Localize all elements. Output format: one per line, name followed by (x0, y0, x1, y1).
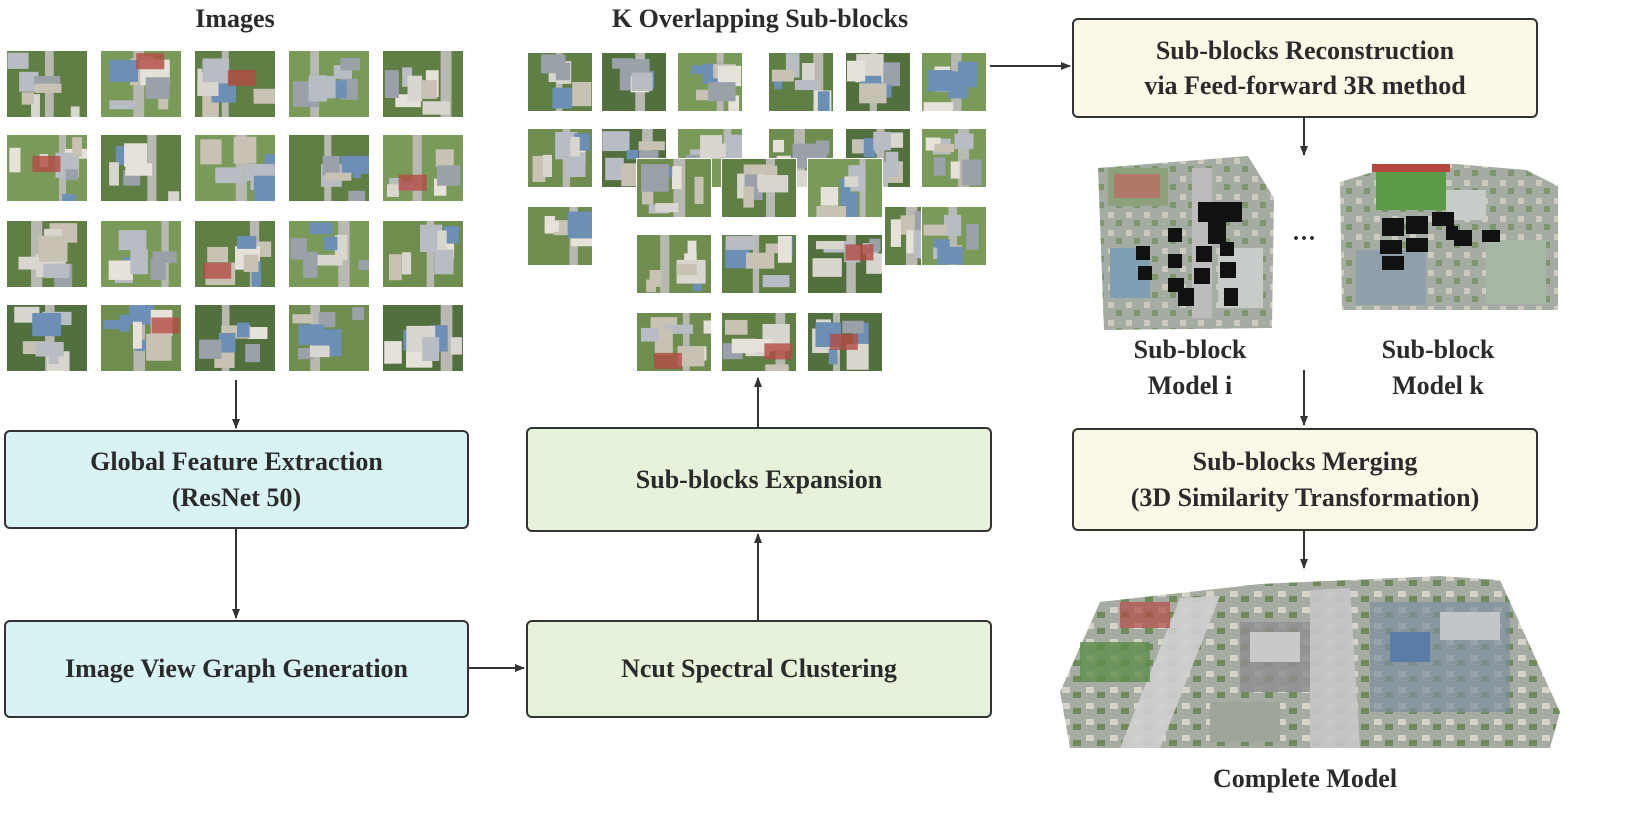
sub-block-image-tile (721, 158, 797, 218)
sub-block-model-k-render (1340, 164, 1558, 310)
aerial-image-thumbnail (100, 50, 182, 118)
merging-line-2: (3D Similarity Transformation) (1130, 482, 1480, 512)
sub-block-image-tile (527, 206, 593, 266)
aerial-image-thumbnail (288, 50, 370, 118)
sub-block-image-tile (768, 52, 834, 112)
aerial-image-thumbnail (100, 134, 182, 202)
aerial-image-thumbnail (100, 220, 182, 288)
aerial-image-thumbnail (288, 304, 370, 372)
view-graph-line-1: Image View Graph Generation (64, 654, 409, 684)
sub-block-image-tile (807, 312, 883, 372)
model-k-line-1: Sub-block (1381, 335, 1495, 364)
global-feature-line-2: (ResNet 50) (171, 482, 302, 512)
sub-block-model-k-label: Sub-block Model k (1358, 332, 1518, 404)
sub-block-image-tile (921, 128, 987, 188)
reconstruction-line-2: via Feed-forward 3R method (1144, 71, 1466, 100)
aerial-image-thumbnail (382, 134, 464, 202)
aerial-image-thumbnail (6, 304, 88, 372)
sub-block-image-tile (921, 206, 987, 266)
sub-block-image-tile (636, 234, 712, 294)
sub-block-model-i-render (1098, 156, 1274, 330)
ncut-spectral-clustering-box: Ncut Spectral Clustering (526, 620, 992, 718)
model-k-line-2: Model k (1392, 370, 1484, 400)
global-feature-line-1: Global Feature Extraction (90, 447, 383, 477)
sub-blocks-reconstruction-box: Sub-blocks Reconstruction via Feed-forwa… (1072, 18, 1538, 118)
global-feature-extraction-box: Global Feature Extraction (ResNet 50) (4, 430, 469, 529)
model-i-line-1: Sub-block (1133, 335, 1247, 364)
aerial-image-thumbnail (6, 134, 88, 202)
complete-model-label: Complete Model (1212, 764, 1398, 793)
aerial-image-thumbnail (382, 50, 464, 118)
aerial-image-thumbnail (6, 220, 88, 288)
sub-block-image-tile (807, 234, 883, 294)
reconstruction-line-1: Sub-blocks Reconstruction (1155, 35, 1455, 65)
images-title: Images (195, 4, 275, 33)
aerial-image-thumbnail (100, 304, 182, 372)
sub-block-image-tile (921, 52, 987, 112)
k-sub-blocks-title: K Overlapping Sub-blocks (611, 4, 909, 33)
sub-block-image-tile (721, 312, 797, 372)
expansion-line-1: Sub-blocks Expansion (635, 464, 883, 494)
sub-block-image-tile (636, 312, 712, 372)
sub-block-image-tile (527, 128, 593, 188)
merging-line-1: Sub-blocks Merging (1192, 447, 1418, 477)
aerial-image-thumbnail (288, 220, 370, 288)
complete-model-render (1060, 576, 1560, 748)
image-view-graph-box: Image View Graph Generation (4, 620, 469, 718)
sub-block-image-tile (721, 234, 797, 294)
sub-block-image-tile (636, 158, 712, 218)
sub-block-image-tile (601, 52, 667, 112)
aerial-image-thumbnail (382, 220, 464, 288)
aerial-image-thumbnail (288, 134, 370, 202)
sub-blocks-merging-box: Sub-blocks Merging (3D Similarity Transf… (1072, 428, 1538, 531)
model-i-line-2: Model i (1147, 370, 1233, 400)
ncut-line-1: Ncut Spectral Clustering (621, 654, 897, 684)
aerial-image-thumbnail (6, 50, 88, 118)
aerial-image-thumbnail (194, 220, 276, 288)
sub-blocks-expansion-box: Sub-blocks Expansion (526, 427, 992, 532)
sub-block-image-tile (807, 158, 883, 218)
aerial-image-thumbnail (194, 134, 276, 202)
aerial-image-thumbnail (194, 50, 276, 118)
aerial-image-thumbnail (194, 304, 276, 372)
ellipsis: ··· (1291, 226, 1316, 252)
sub-block-image-tile (845, 52, 911, 112)
aerial-image-thumbnail (382, 304, 464, 372)
sub-block-image-tile (677, 52, 743, 112)
sub-block-model-i-label: Sub-block Model i (1110, 332, 1270, 404)
sub-block-image-tile (527, 52, 593, 112)
